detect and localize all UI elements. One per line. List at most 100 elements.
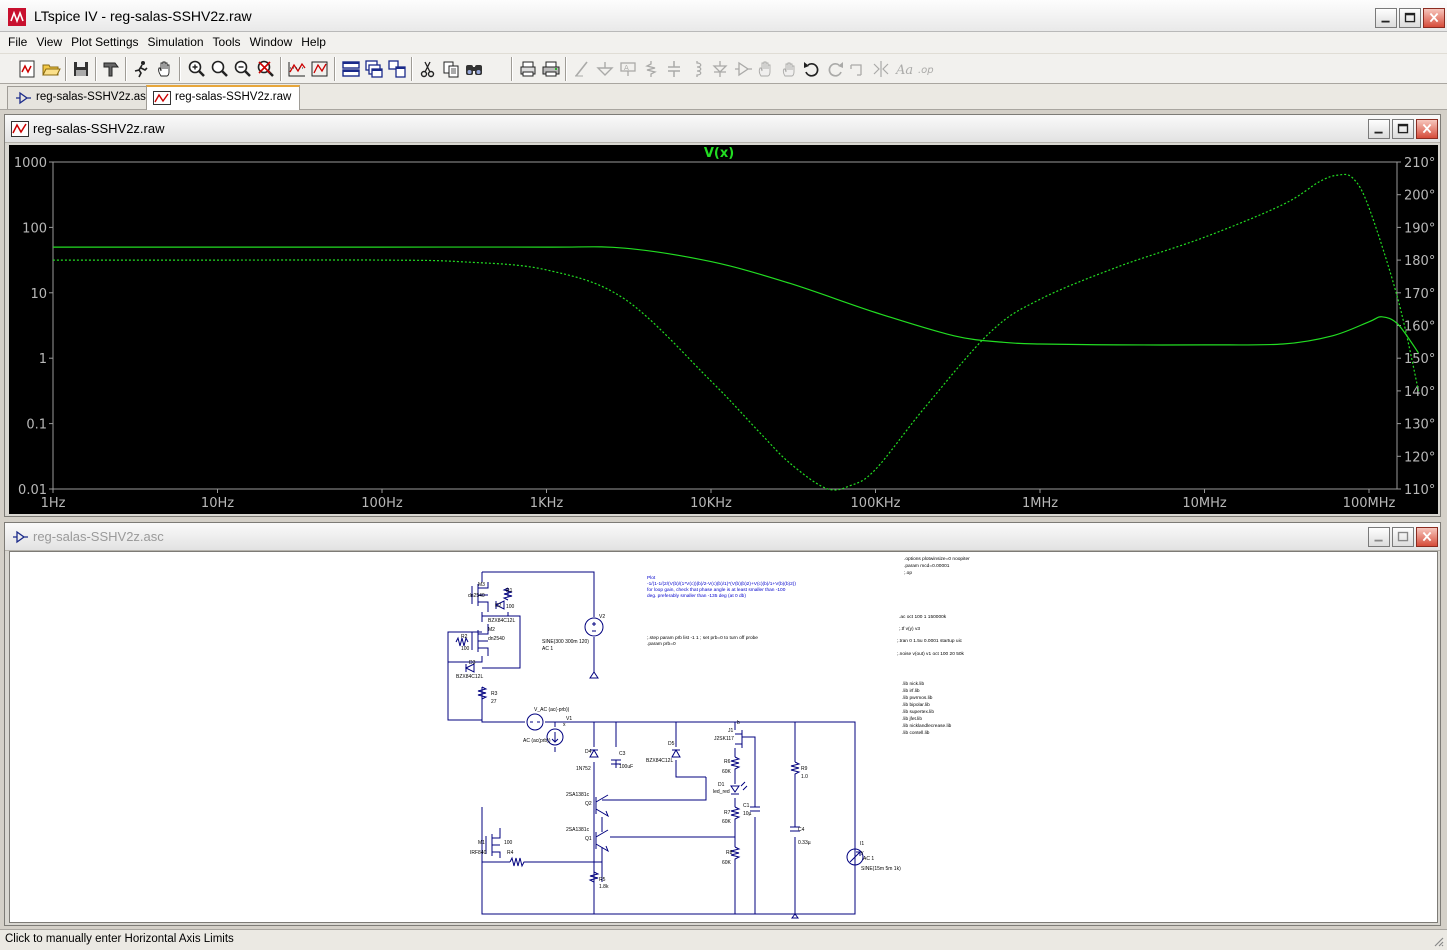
redo-icon[interactable] <box>825 59 845 79</box>
diode-icon[interactable] <box>710 59 730 79</box>
copy-icon[interactable] <box>441 59 461 79</box>
svg-text:C3: C3 <box>619 751 626 757</box>
schematic-components <box>455 582 864 892</box>
svg-text:.lib supertex.lib: .lib supertex.lib <box>902 709 934 715</box>
close-button[interactable] <box>1423 8 1445 28</box>
component-icon[interactable] <box>733 59 753 79</box>
schematic-minimize-button[interactable] <box>1368 527 1390 547</box>
zoom-fit-icon[interactable] <box>256 59 276 79</box>
capacitor-icon[interactable] <box>664 59 684 79</box>
resistor-icon[interactable] <box>641 59 661 79</box>
menu-help[interactable]: Help <box>301 35 326 49</box>
schematic-icon <box>16 91 31 105</box>
pan-icon[interactable] <box>155 59 175 79</box>
waveform-minimize-button[interactable] <box>1368 119 1390 139</box>
schematic-window-title: reg-salas-SSHV2z.asc <box>33 529 164 544</box>
minimize-icon <box>1374 131 1383 134</box>
print-setup-icon[interactable] <box>518 59 538 79</box>
bode-plot[interactable]: 10001001010.10.01210°200°190°180°170°160… <box>9 145 1438 514</box>
schematic-close-button[interactable] <box>1416 527 1438 547</box>
menu-file[interactable]: File <box>8 35 28 49</box>
wire-icon[interactable] <box>572 59 592 79</box>
schematic-maximize-button[interactable] <box>1392 527 1414 547</box>
svg-text:dn2540: dn2540 <box>488 636 505 642</box>
find-icon[interactable] <box>464 59 484 79</box>
y-right-tick-label: 110° <box>1404 483 1435 498</box>
schematic-canvas[interactable]: M3 dn2540 R1 100 D2 BZX84C12L M2 dn2540 … <box>9 551 1438 923</box>
waveform-window-titlebar[interactable]: reg-salas-SSHV2z.raw <box>5 115 1440 143</box>
waveform-window-controls <box>1368 119 1438 139</box>
svg-text:dn2540: dn2540 <box>468 593 485 599</box>
minimize-icon <box>1374 539 1383 542</box>
svg-text:D2: D2 <box>495 603 502 609</box>
svg-text:R4: R4 <box>507 850 514 856</box>
open-icon[interactable] <box>41 59 61 79</box>
close-icon <box>1429 12 1439 23</box>
resize-grip-icon[interactable] <box>1432 935 1444 947</box>
tile-horizontal-icon[interactable] <box>341 59 361 79</box>
menu-tools[interactable]: Tools <box>212 35 241 49</box>
minimize-icon <box>1381 20 1390 23</box>
print-icon[interactable] <box>541 59 561 79</box>
y-right-tick-label: 190° <box>1404 221 1435 236</box>
svg-text:M3: M3 <box>478 582 485 588</box>
undo-icon[interactable] <box>802 59 822 79</box>
svg-text:BZX84C12L: BZX84C12L <box>646 758 673 764</box>
cut-icon[interactable] <box>418 59 438 79</box>
run-icon[interactable] <box>131 59 151 79</box>
new-schematic-icon[interactable] <box>17 59 37 79</box>
maximize-button[interactable] <box>1399 8 1421 28</box>
spice-directive-icon[interactable]: .op <box>917 59 937 79</box>
magnitude-trace[interactable] <box>53 246 1419 354</box>
schematic-directives: Plot -1/(1-1/(2/(V(b)/(1*V(c))(b)/2-V(c)… <box>647 556 970 736</box>
svg-text:60K: 60K <box>722 819 732 825</box>
minimize-button[interactable] <box>1375 8 1397 28</box>
waveform-icon <box>11 121 29 137</box>
zoom-in-icon[interactable] <box>187 59 207 79</box>
tab-schematic[interactable]: reg-salas-SSHV2z.asc <box>7 86 161 109</box>
title-bar: LTspice IV - reg-salas-SSHV2z.raw <box>0 0 1447 32</box>
x-tick-label: 100Hz <box>361 496 403 511</box>
mirror-icon[interactable] <box>871 59 891 79</box>
tab-waveform[interactable]: reg-salas-SSHV2z.raw <box>146 85 301 110</box>
autorange-icon[interactable] <box>287 59 307 79</box>
cascade-icon[interactable] <box>364 59 384 79</box>
svg-text:27: 27 <box>491 699 497 705</box>
y-left-tick-label: 1000 <box>14 156 47 171</box>
text-icon[interactable]: Aa <box>894 59 914 79</box>
zoom-area-icon[interactable] <box>210 59 230 79</box>
menu-simulation[interactable]: Simulation <box>147 35 204 49</box>
schematic-window-titlebar[interactable]: reg-salas-SSHV2z.asc <box>5 523 1440 551</box>
svg-text:.lib bipolar.lib: .lib bipolar.lib <box>902 702 930 708</box>
toolbar-separator <box>411 57 413 81</box>
tile-vertical-icon[interactable] <box>387 59 407 79</box>
save-icon[interactable] <box>71 59 91 79</box>
menu-view[interactable]: View <box>36 35 63 49</box>
svg-text:b: b <box>737 720 740 726</box>
schematic-drawing[interactable]: M3 dn2540 R1 100 D2 BZX84C12L M2 dn2540 … <box>10 552 1437 922</box>
x-tick-label: 1Hz <box>41 496 66 511</box>
schematic-window: reg-salas-SSHV2z.asc <box>4 522 1441 926</box>
menu-plot-settings[interactable]: Plot Settings <box>71 35 139 49</box>
rotate-icon[interactable] <box>848 59 868 79</box>
svg-text:;.noise v(out) v1 oct 100 20 5: ;.noise v(out) v1 oct 100 20 50k <box>897 651 965 657</box>
waveform-maximize-button[interactable] <box>1392 119 1414 139</box>
waveform-close-button[interactable] <box>1416 119 1438 139</box>
label-icon[interactable]: A <box>618 59 638 79</box>
mark-data-icon[interactable] <box>310 59 330 79</box>
status-bar: Click to manually enter Horizontal Axis … <box>0 929 1447 950</box>
toolbar-separator <box>280 57 282 81</box>
drag-icon[interactable] <box>779 59 799 79</box>
control-panel-icon[interactable] <box>101 59 121 79</box>
move-icon[interactable] <box>756 59 776 79</box>
zoom-out-icon[interactable] <box>233 59 253 79</box>
phase-trace[interactable] <box>53 173 1420 491</box>
ltspice-app-icon[interactable] <box>8 8 26 26</box>
svg-text:R6: R6 <box>724 759 731 765</box>
menu-window[interactable]: Window <box>249 35 293 49</box>
svg-text:60K: 60K <box>722 860 732 866</box>
inductor-icon[interactable] <box>687 59 707 79</box>
ground-icon[interactable] <box>595 59 615 79</box>
svg-text:;.op: ;.op <box>904 571 912 576</box>
